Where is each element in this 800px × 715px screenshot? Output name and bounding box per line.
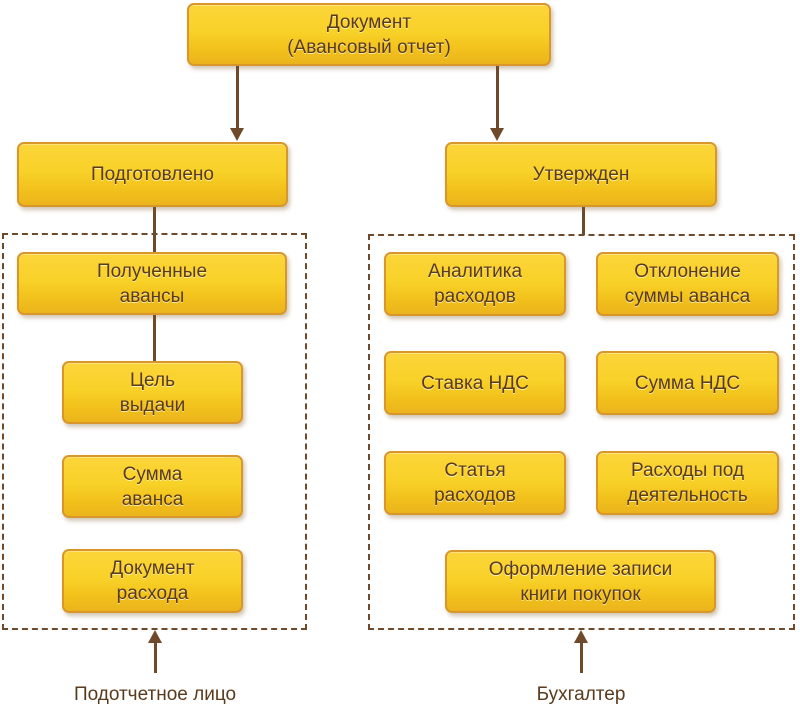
root-line-2: (Авансовый отчет) xyxy=(287,36,451,58)
node-line: Документ xyxy=(110,558,195,579)
arrow-up-from-accountable-person xyxy=(148,630,162,643)
status-approved-label: Утвержден xyxy=(532,164,630,185)
node-line: Ставка НДС xyxy=(421,372,529,394)
prepared-group-frame xyxy=(2,233,307,630)
connector-root-to-prepared xyxy=(236,66,239,129)
connector-accountant xyxy=(580,642,583,673)
connector-root-to-approved xyxy=(496,66,499,129)
actor-accountant: Бухгалтер xyxy=(536,684,626,705)
expense-document-node[interactable]: Документ расхода xyxy=(62,549,243,613)
node-line: суммы аванса xyxy=(624,286,751,307)
node-line: расходов xyxy=(434,485,516,506)
node-line: Оформление записи xyxy=(488,558,673,580)
status-prepared-label: Подготовлено xyxy=(91,164,214,185)
vat-rate-node[interactable]: Ставка НДС xyxy=(384,351,566,415)
node-line: выдачи xyxy=(119,394,186,416)
root-line-1: Документ xyxy=(326,11,412,33)
expense-item-node[interactable]: Статья расходов xyxy=(384,451,566,515)
advance-deviation-node[interactable]: Отклонение суммы аванса xyxy=(596,252,779,316)
arrow-up-from-accountant xyxy=(574,630,588,643)
node-line: Сумма НДС xyxy=(634,372,741,394)
connector-prepared-to-group xyxy=(153,207,156,253)
node-line: книги покупок xyxy=(520,583,641,605)
node-line: Цель xyxy=(130,369,175,391)
node-line: Отклонение xyxy=(634,261,741,282)
arrow-down-to-prepared xyxy=(230,128,244,141)
expense-analytics-node[interactable]: Аналитика расходов xyxy=(384,252,566,316)
advance-amount-node[interactable]: Сумма аванса xyxy=(62,455,243,518)
status-approved-node[interactable]: Утвержден xyxy=(445,142,717,207)
node-line: деятельность xyxy=(627,485,748,506)
node-line: Сумма xyxy=(122,463,183,485)
actor-accountable-person: Подотчетное лицо xyxy=(73,684,237,705)
root-document-node[interactable]: Документ (Авансовый отчет) xyxy=(187,3,551,66)
arrow-down-to-approved xyxy=(490,128,504,141)
node-line: Полученные xyxy=(96,260,208,282)
vat-amount-node[interactable]: Сумма НДС xyxy=(596,351,779,415)
approved-group-frame xyxy=(368,234,795,630)
node-line: аванса xyxy=(121,488,184,510)
node-line: расхода xyxy=(116,583,189,604)
connector-received-to-purpose xyxy=(153,315,156,362)
connector-approved-to-group xyxy=(582,207,585,235)
status-prepared-node[interactable]: Подготовлено xyxy=(17,142,288,207)
node-line: Аналитика xyxy=(427,261,523,282)
purchase-book-entry-node[interactable]: Оформление записи книги покупок xyxy=(445,550,716,613)
issue-purpose-node[interactable]: Цель выдачи xyxy=(62,361,243,424)
node-line: Расходы под xyxy=(630,460,745,481)
node-line: Статья xyxy=(444,460,506,481)
activity-expenses-node[interactable]: Расходы под деятельность xyxy=(596,451,779,515)
connector-accountable-person xyxy=(154,642,157,673)
node-line: авансы xyxy=(119,285,185,307)
node-line: расходов xyxy=(434,286,516,307)
received-advances-node[interactable]: Полученные авансы xyxy=(17,252,287,315)
